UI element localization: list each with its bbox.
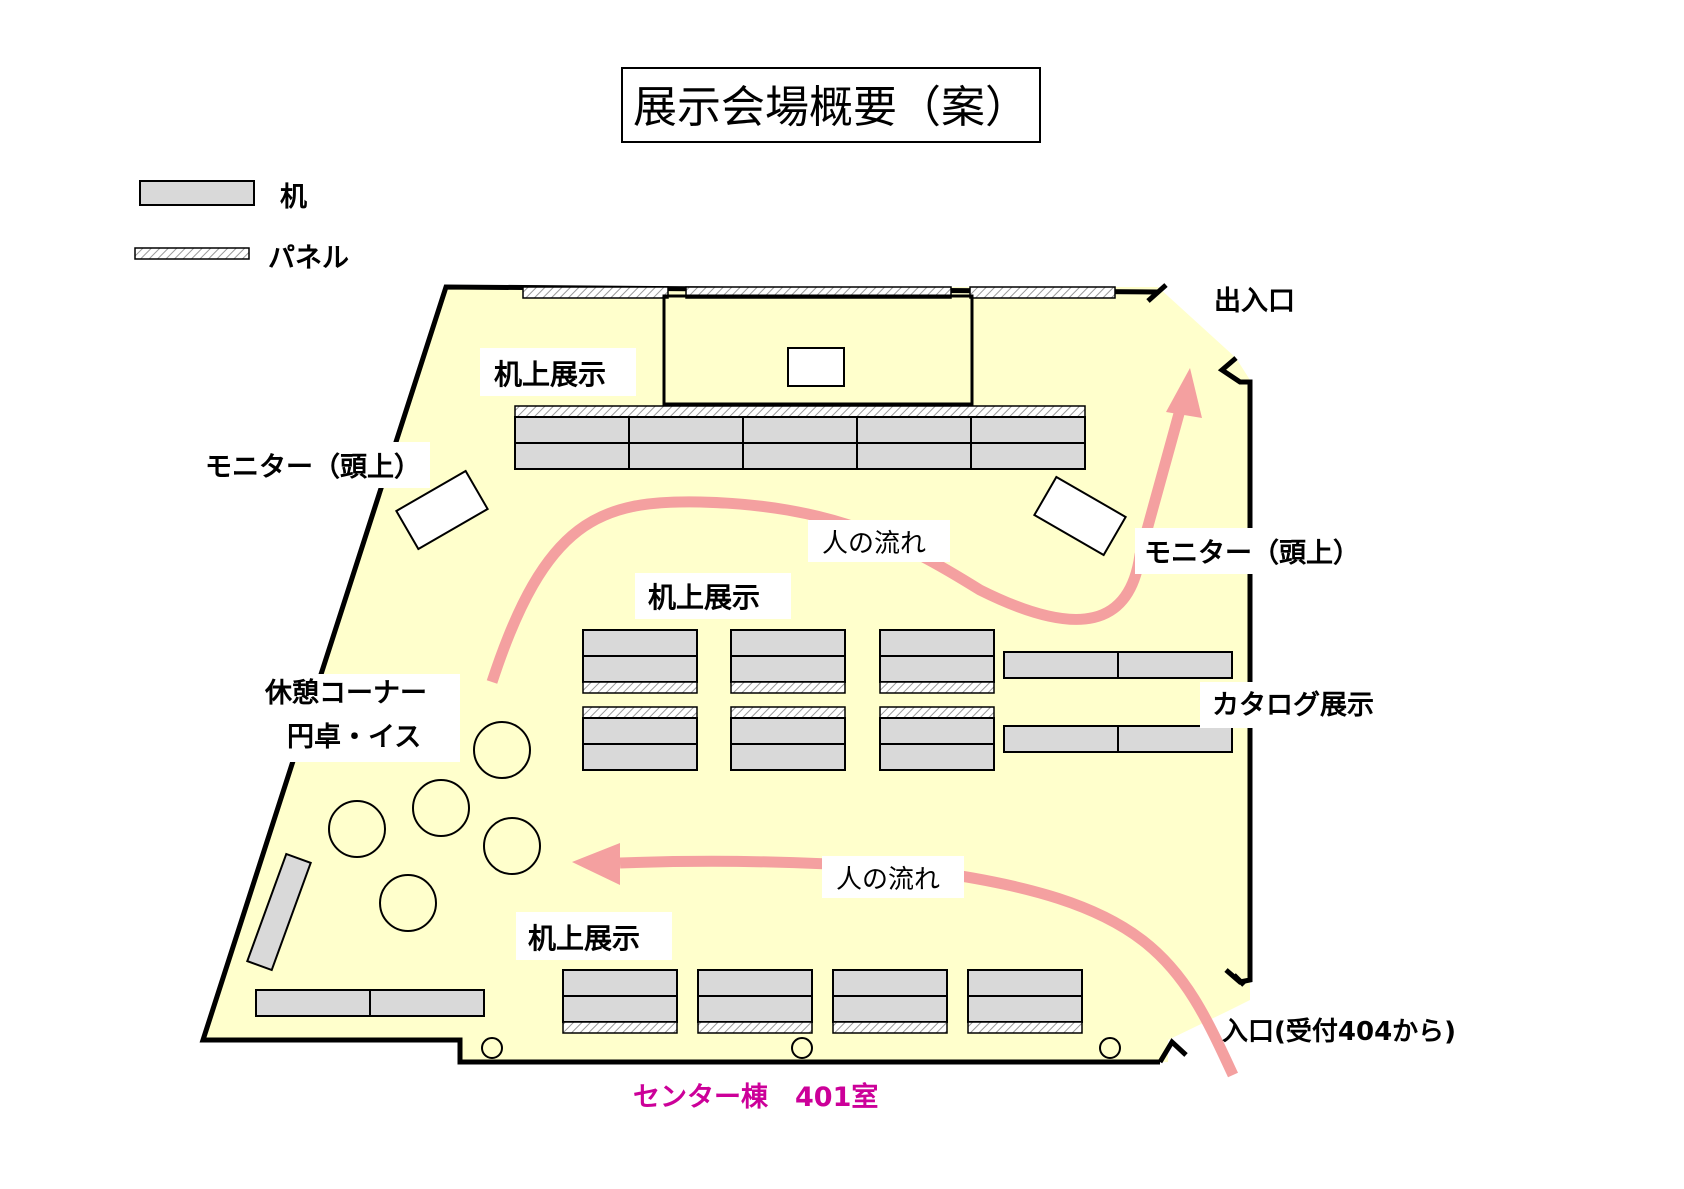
desk: [562, 969, 678, 997]
desk: [255, 989, 371, 1017]
desk-panel: [582, 681, 698, 694]
desk-panel: [730, 706, 846, 719]
label-monitor-left: モニター（頭上）: [205, 452, 421, 483]
label-bg: [635, 573, 791, 619]
pillar: [1099, 1037, 1121, 1059]
desk: [582, 717, 698, 745]
legend-panel-label: パネル: [268, 243, 349, 274]
round-table: [328, 800, 386, 858]
round-table: [483, 817, 541, 875]
label-flow-lower: 人の流れ: [836, 865, 940, 895]
desk: [1117, 725, 1233, 753]
desk: [970, 416, 1086, 444]
label-bg: [1200, 682, 1396, 728]
round-table: [473, 721, 531, 779]
desk: [697, 995, 813, 1023]
desk: [697, 969, 813, 997]
desk-panel: [697, 1021, 813, 1034]
desk: [856, 442, 972, 470]
desk-panel: [582, 706, 698, 719]
top-wall-panel: [969, 286, 1116, 299]
legend-desk-label: 机: [280, 182, 307, 213]
desk: [742, 416, 858, 444]
label-bg: [822, 856, 964, 898]
desk: [832, 969, 948, 997]
catalog-desks: [1003, 651, 1233, 753]
label-bg: [195, 442, 430, 488]
desk: [730, 629, 846, 657]
label-rest-corner: 休憩コーナー: [264, 677, 427, 709]
desk: [832, 995, 948, 1023]
desk-panel: [832, 1021, 948, 1034]
round-tables: [328, 721, 541, 932]
label-bg: [1135, 528, 1371, 574]
desk: [628, 416, 744, 444]
label-desk-display-middle: 机上展示: [648, 581, 760, 614]
label-rest-corner-tables: 円卓・イス: [287, 722, 421, 753]
top-wall-panel: [522, 286, 669, 299]
label-desk-display-bottom: 机上展示: [528, 922, 640, 955]
middle-desk-blocks: [582, 629, 995, 771]
desk: [879, 717, 995, 745]
desk: [1117, 651, 1233, 679]
monitor-right: [1032, 475, 1128, 557]
label-catalog: カタログ展示: [1212, 689, 1374, 721]
label-bg: [516, 912, 672, 960]
top-desk-row: [514, 405, 1086, 470]
desk: [582, 743, 698, 771]
desk-panel: [879, 706, 995, 719]
desk: [856, 416, 972, 444]
desk: [967, 969, 1083, 997]
desk: [369, 989, 485, 1017]
label-room: センター棟 401室: [633, 1081, 878, 1113]
desk: [730, 717, 846, 745]
desk: [967, 995, 1083, 1023]
label-bg: [808, 520, 950, 562]
label-monitor-right: モニター（頭上）: [1144, 538, 1360, 569]
label-desk-display-top: 机上展示: [494, 358, 606, 391]
desk: [514, 416, 630, 444]
desk: [582, 629, 698, 657]
desk-panel: [967, 1021, 1083, 1034]
desk: [730, 655, 846, 683]
desk: [879, 629, 995, 657]
desk-panel: [730, 681, 846, 694]
desk-panel: [879, 681, 995, 694]
round-table: [412, 779, 470, 837]
desk-angled: [246, 852, 312, 972]
monitor-left: [394, 469, 490, 551]
desk: [628, 442, 744, 470]
top-wall-panel: [685, 286, 952, 299]
pillar: [791, 1037, 813, 1059]
label-bg: [480, 348, 636, 396]
label-exit: 出入口: [1214, 286, 1295, 317]
legend-panel-swatch: [134, 247, 250, 260]
label-entrance: 入口(受付404から): [1222, 1016, 1456, 1047]
round-table: [379, 874, 437, 932]
pillar: [481, 1037, 503, 1059]
desk: [514, 442, 630, 470]
desk: [1003, 651, 1119, 679]
desk: [562, 995, 678, 1023]
desk: [970, 442, 1086, 470]
bottom-desk-row: [562, 969, 1083, 1034]
desk: [1003, 725, 1119, 753]
desk: [730, 743, 846, 771]
podium: [787, 347, 845, 387]
desk: [879, 743, 995, 771]
label-flow-upper: 人の流れ: [822, 529, 926, 559]
legend-desk-swatch: [139, 180, 255, 206]
page-title: 展示会場概要（案）: [633, 82, 1029, 133]
flow-arrowhead-up: [1166, 368, 1202, 418]
top-desk-panel: [514, 405, 1086, 418]
desk: [742, 442, 858, 470]
label-bg: [258, 674, 460, 762]
desk-panel: [562, 1021, 678, 1034]
title-box: [621, 67, 1041, 143]
desk: [879, 655, 995, 683]
flow-arrowhead-left: [572, 843, 620, 885]
stage: [662, 294, 974, 406]
desk: [582, 655, 698, 683]
